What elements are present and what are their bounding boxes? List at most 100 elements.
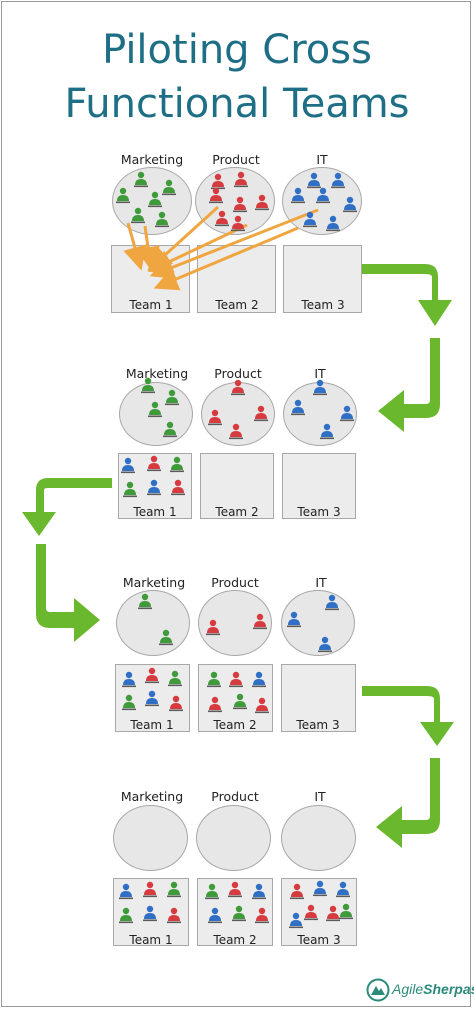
person-icon xyxy=(325,594,339,611)
person-icon xyxy=(343,196,357,213)
stage4-team-label-1: Team 1 xyxy=(129,933,173,947)
stage3-circle-marketing xyxy=(116,590,190,656)
person-icon xyxy=(159,629,173,646)
stage4-team-label-3: Team 3 xyxy=(297,933,341,947)
logo-text: AgileSherpas xyxy=(392,981,474,997)
person-icon xyxy=(229,671,243,688)
person-icon xyxy=(252,883,266,900)
person-icon xyxy=(207,671,221,688)
person-icon xyxy=(289,912,303,929)
person-icon xyxy=(206,619,220,636)
flow-arrows xyxy=(22,264,454,848)
person-icon xyxy=(255,907,269,924)
person-icon xyxy=(168,670,182,687)
stage2-team-box-2 xyxy=(200,453,274,519)
person-icon xyxy=(326,905,340,922)
person-icon xyxy=(208,409,222,426)
person-icon xyxy=(165,389,179,406)
person-icon xyxy=(138,593,152,610)
person-icon xyxy=(119,907,133,924)
orange-arrow-icon xyxy=(153,226,299,291)
stage4-team-label-2: Team 2 xyxy=(213,933,257,947)
person-icon xyxy=(155,211,169,228)
person-icon xyxy=(122,694,136,711)
stage1-team-label-3: Team 3 xyxy=(301,298,345,312)
person-icon xyxy=(209,187,223,204)
title-line-1: Piloting Cross xyxy=(102,27,372,73)
stage4-circle-it xyxy=(281,805,356,871)
stage3-team-label-1: Team 1 xyxy=(130,718,174,732)
person-icon xyxy=(228,881,242,898)
orange-arrow-icon xyxy=(149,208,319,279)
person-icon xyxy=(123,481,137,498)
person-icon xyxy=(122,671,136,688)
green-arrow-icon xyxy=(362,264,452,326)
green-arrow-icon xyxy=(378,338,440,432)
person-icon xyxy=(231,215,245,232)
person-icon xyxy=(119,883,133,900)
person-icon xyxy=(313,880,327,897)
person-icon xyxy=(163,421,177,438)
person-icon xyxy=(291,187,305,204)
person-icon xyxy=(131,207,145,224)
orange-arrow-icon xyxy=(123,222,147,271)
person-icon xyxy=(147,479,161,496)
title-line-2: Functional Teams xyxy=(64,81,410,127)
green-arrow-icon xyxy=(376,758,440,848)
stage1-label-product: Product xyxy=(212,152,260,167)
person-icon xyxy=(326,215,340,232)
stage2-team-label-1: Team 1 xyxy=(133,505,177,519)
mountain-logo-icon xyxy=(366,978,390,1002)
stage1-label-marketing: Marketing xyxy=(120,152,184,167)
green-arrow-icon xyxy=(362,686,454,746)
person-icon xyxy=(167,907,181,924)
person-icon xyxy=(147,455,161,472)
person-icon xyxy=(234,171,248,188)
person-icon xyxy=(313,379,327,396)
person-icon xyxy=(320,423,334,440)
logo-text-sherpas: Sherpas xyxy=(423,981,474,997)
person-icon xyxy=(232,905,246,922)
person-icon xyxy=(287,611,301,628)
stage4-circle-product xyxy=(196,805,271,871)
person-icon xyxy=(231,379,245,396)
person-icon xyxy=(340,405,354,422)
stage4-label-it: IT xyxy=(314,789,326,804)
stage3-label-marketing: Marketing xyxy=(122,575,186,590)
person-icon xyxy=(143,905,157,922)
stage3-team-label-2: Team 2 xyxy=(213,718,257,732)
stage2-team-box-3 xyxy=(282,453,356,519)
person-icon xyxy=(307,172,321,189)
person-icon xyxy=(170,456,184,473)
person-icon xyxy=(145,667,159,684)
person-icon xyxy=(318,636,332,653)
people-icons xyxy=(116,171,357,929)
stage3-circle-it xyxy=(281,590,355,656)
person-icon xyxy=(215,210,229,227)
stage3-label-product: Product xyxy=(211,575,259,590)
person-icon xyxy=(148,191,162,208)
stage2-label-product: Product xyxy=(214,366,262,381)
person-icon xyxy=(331,172,345,189)
person-icon xyxy=(116,187,130,204)
stage3-label-it: IT xyxy=(315,575,327,590)
person-icon xyxy=(304,904,318,921)
assign-arrows xyxy=(123,205,319,291)
person-icon xyxy=(291,399,305,416)
person-icon xyxy=(290,883,304,900)
orange-arrow-icon xyxy=(147,223,248,273)
stage1-team-box-2 xyxy=(197,245,276,313)
person-icon xyxy=(211,173,225,190)
stage2-team-label-2: Team 2 xyxy=(215,505,259,519)
green-arrow-icon xyxy=(22,478,112,536)
stage3-team-label-3: Team 3 xyxy=(296,718,340,732)
person-icon xyxy=(148,401,162,418)
person-icon xyxy=(254,405,268,422)
person-icon xyxy=(208,907,222,924)
stage2-label-it: IT xyxy=(314,366,326,381)
stage2-label-marketing: Marketing xyxy=(125,366,189,381)
agilesherpas-logo: AgileSherpas xyxy=(366,978,474,1002)
person-icon xyxy=(233,196,247,213)
person-icon xyxy=(134,171,148,188)
stage1-team-label-1: Team 1 xyxy=(129,298,173,312)
